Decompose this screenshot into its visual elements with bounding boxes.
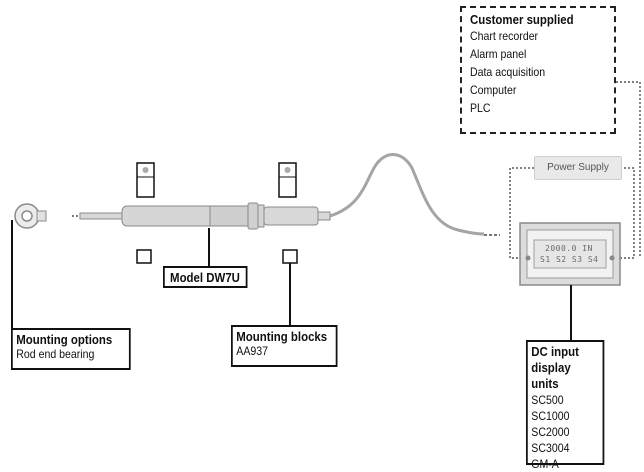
customer-supplied-box: Customer supplied Chart recorder Alarm p… <box>460 6 616 134</box>
display-readout-row2: S1 S2 S3 S4 <box>540 255 599 264</box>
dc-units-title-line1: DC input <box>531 344 579 359</box>
rod-end-bearing-icon <box>14 203 47 229</box>
mounting-options-value: Rod end bearing <box>16 347 95 361</box>
mounting-block-bottom-left-icon <box>136 249 152 264</box>
mounting-blocks-box: Mounting blocks AA937 <box>231 325 338 367</box>
customer-item-alarm-panel: Alarm panel <box>470 47 527 61</box>
mounting-block-top-right-icon <box>278 162 297 198</box>
mounting-options-title: Mounting options <box>16 332 113 347</box>
power-supply-label: Power Supply <box>534 156 622 180</box>
dc-units-title-line2: display units <box>531 360 571 391</box>
model-label: Model DW7U <box>170 270 240 285</box>
model-label-box: Model DW7U <box>163 266 248 288</box>
mounting-options-box: Mounting options Rod end bearing <box>11 328 131 370</box>
psu-link-right-dotted-line <box>620 167 635 259</box>
display-unit-icon <box>519 222 621 286</box>
dc-unit-sc2000: SC2000 <box>531 425 570 439</box>
dc-unit-sc1000: SC1000 <box>531 409 570 423</box>
dc-unit-sc500: SC500 <box>531 393 564 407</box>
customer-item-chart-recorder: Chart recorder <box>470 29 539 43</box>
mounting-blocks-value: AA937 <box>236 344 268 358</box>
sensor-cable <box>329 153 485 236</box>
customer-item-plc: PLC <box>470 101 491 115</box>
dc-unit-gm-a: GM-A <box>531 457 559 471</box>
mounting-block-bottom-right-icon <box>282 249 298 264</box>
customer-link-dotted-line <box>612 81 641 258</box>
customer-supplied-title: Customer supplied <box>470 12 574 27</box>
display-readout-row1: 2000.0 IN <box>545 244 593 253</box>
customer-item-data-acquisition: Data acquisition <box>470 65 546 79</box>
dw7u-sensor-icon <box>72 202 331 230</box>
mounting-block-top-left-icon <box>136 162 155 198</box>
psu-link-left-dotted-line <box>509 167 534 259</box>
mounting-blocks-title: Mounting blocks <box>236 329 328 344</box>
dc-input-units-box: DC input display units SC500 SC1000 SC20… <box>526 340 605 471</box>
customer-item-computer: Computer <box>470 83 517 97</box>
dc-unit-sc3004: SC3004 <box>531 441 570 455</box>
